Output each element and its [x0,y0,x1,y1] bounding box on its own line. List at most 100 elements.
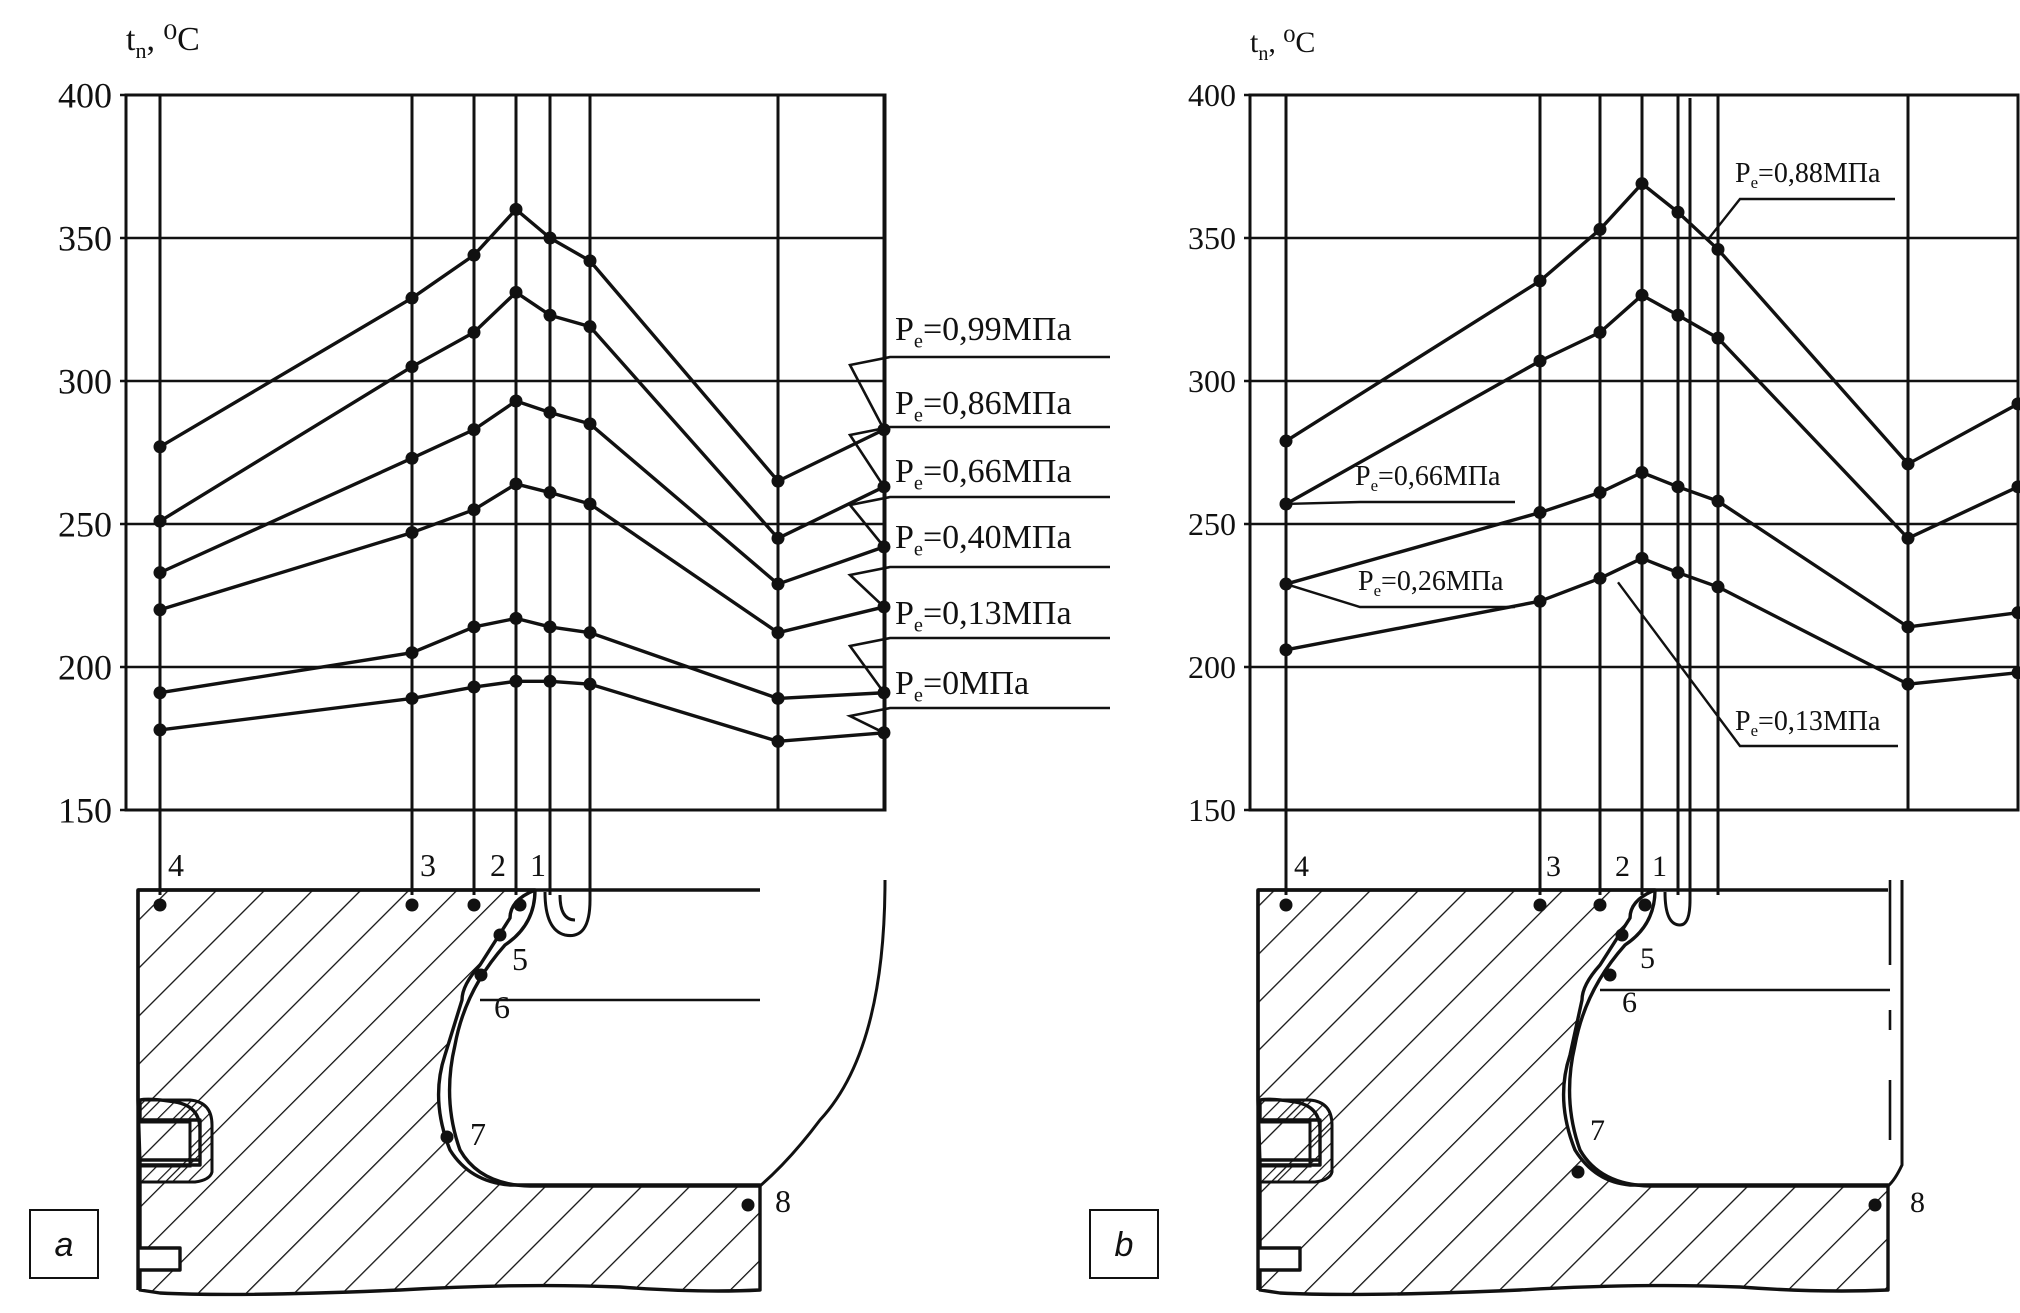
panel-a-series-0-point-4 [543,231,557,245]
panel-a-series-2-point-0 [153,566,167,580]
panel-a-series-5-point-4 [543,674,557,688]
panel-b-series-2-point-2 [1593,486,1607,500]
panel-b-series-2-point-6 [1901,620,1915,634]
panel-b-series-line-3 [1285,556,2019,686]
panel-a-section-point-1 [513,898,527,912]
panel-a-tag-frame [29,1209,99,1279]
panel-b-y-tick-150: 150 [1188,792,1236,828]
panel-b-series-1-point-6 [1901,531,1915,545]
panel-b-ring-insert [1258,1098,1334,1184]
panel-a-series-0-point-3 [509,202,523,216]
panel-a-legend-label-1: Pe=0,86МПа [895,385,1072,426]
panel-b-piston-body [1256,888,1890,1297]
panel-b-legend-label-0: Pe=0,88МПа [1735,158,1881,192]
panel-b-section-point-1 [1638,898,1652,912]
panel-b-legend-leader-2 [1285,582,1515,609]
panel-a-legend-label-3: Pe=0,40МПа [895,519,1072,560]
panel-a-series-5-point-6 [771,734,785,748]
panel-b-piston-outline-top [1256,888,1888,1290]
panel-a-y-tick-150: 150 [58,791,112,831]
panel-a-section-label-3: 3 [420,847,436,883]
panel-a-tag-box: a [29,1209,99,1279]
panel-b-legend-leader-0 [1707,197,1895,241]
panel-b-series-0-point-1 [1533,274,1547,288]
panel-a-series-2-point-6 [771,577,785,591]
panel-b-series-1-point-1 [1533,354,1547,368]
panel-b-series-0-point-3 [1635,177,1649,191]
panel-b-plot-frame [1248,93,2020,812]
panel-b-series-3-point-4 [1671,566,1685,580]
panel-a-y-tick-350: 350 [58,219,112,259]
panel-a-section-point-3 [405,898,419,912]
panel-a-series-5-point-2 [467,680,481,694]
panel-a-series-3-point-1 [405,526,419,540]
panel-a-series-line-3 [159,482,885,635]
panel-a-series-0-point-1 [405,291,419,305]
panel-a-section-label-8: 8 [775,1183,791,1219]
panel-b-probe-lines [1284,95,2020,895]
panel-a-series-1-point-6 [771,531,785,545]
panel-a-series-1-point-1 [405,360,419,374]
panel-b-section-point-3 [1533,898,1547,912]
panel-b-section-label-3: 3 [1546,850,1561,883]
panel-a-legend-leader-4 [847,636,1110,694]
panel-a-legend-label-4: Pe=0,13МПа [895,595,1072,636]
panel-a-series [153,202,891,748]
panel-a-y-axis-label: tn, ⁰C [126,21,200,63]
panel-b-series-1-point-7 [2011,480,2020,494]
panel-b-section-point-8 [1868,1198,1882,1212]
panel-a-series-3-point-2 [467,503,481,517]
panel-a-series-4-point-1 [405,646,419,660]
panel-b-section-point-7 [1571,1165,1585,1179]
panel-b-legend-label-2: Pe=0,26МПа [1358,566,1504,600]
panel-b-section-label-8: 8 [1910,1186,1925,1219]
panel-b-bowl-outline [1567,889,1888,1188]
panel-b-series-2-point-5 [1711,494,1725,508]
panel-a-section-point-5 [493,928,507,942]
panel-a-grid [120,93,887,812]
panel-b-series-2-point-3 [1635,466,1649,480]
panel-b-legend-leader-3 [1617,581,1898,748]
panel-a-series-4-point-6 [771,691,785,705]
panel-a-series-5-point-0 [153,723,167,737]
panel-b-series-1-point-5 [1711,331,1725,345]
panel-b-y-tick-300: 300 [1188,363,1236,399]
panel-b-y-axis-label: tn, ⁰C [1250,26,1315,65]
panel-a-section-label-2: 2 [490,847,506,883]
panel-a-y-tick-250: 250 [58,505,112,545]
panel-a-legend-leader-5 [845,706,1110,734]
panel-b-tag-text: b [1115,1226,1134,1264]
panel-a-legend-leader-2 [847,495,1110,548]
panel-a-legend-label-5: Pe=0МПа [895,665,1029,706]
panel-b-y-tick-250: 250 [1188,506,1236,542]
panel-b-series-1-point-4 [1671,308,1685,322]
panel-b-y-tick-400: 400 [1188,77,1236,113]
panel-b-section-label-7: 7 [1590,1114,1605,1147]
panel-b-section-label-1: 1 [1652,850,1667,883]
panel-a-series-2-point-1 [405,451,419,465]
panel-b-series-line-0 [1285,181,2019,466]
panel-a-section-label-7: 7 [470,1116,486,1152]
panel-a-series-4-point-0 [153,686,167,700]
panel-b-section-point-4 [1279,898,1293,912]
panel-a-series-4-point-3 [509,611,523,625]
panel-b-series-0-point-4 [1671,205,1685,219]
panel-a-series-1-point-2 [467,325,481,339]
panel-a-plot-frame [124,93,887,812]
panel-b-section-point-6 [1603,968,1617,982]
panel-a-series-1-point-0 [153,514,167,528]
panel-a-series-line-1 [159,290,885,540]
panel-a-series-line-0 [159,207,885,483]
panel-b-outer-curve [1886,880,1904,1188]
panel-a-section-label-5: 5 [512,941,528,977]
panel-a-section-point-8 [741,1198,755,1212]
panel-b-series-2-point-4 [1671,480,1685,494]
panel-a-y-tick-400: 400 [58,76,112,116]
panel-a-series-line-2 [159,399,885,586]
